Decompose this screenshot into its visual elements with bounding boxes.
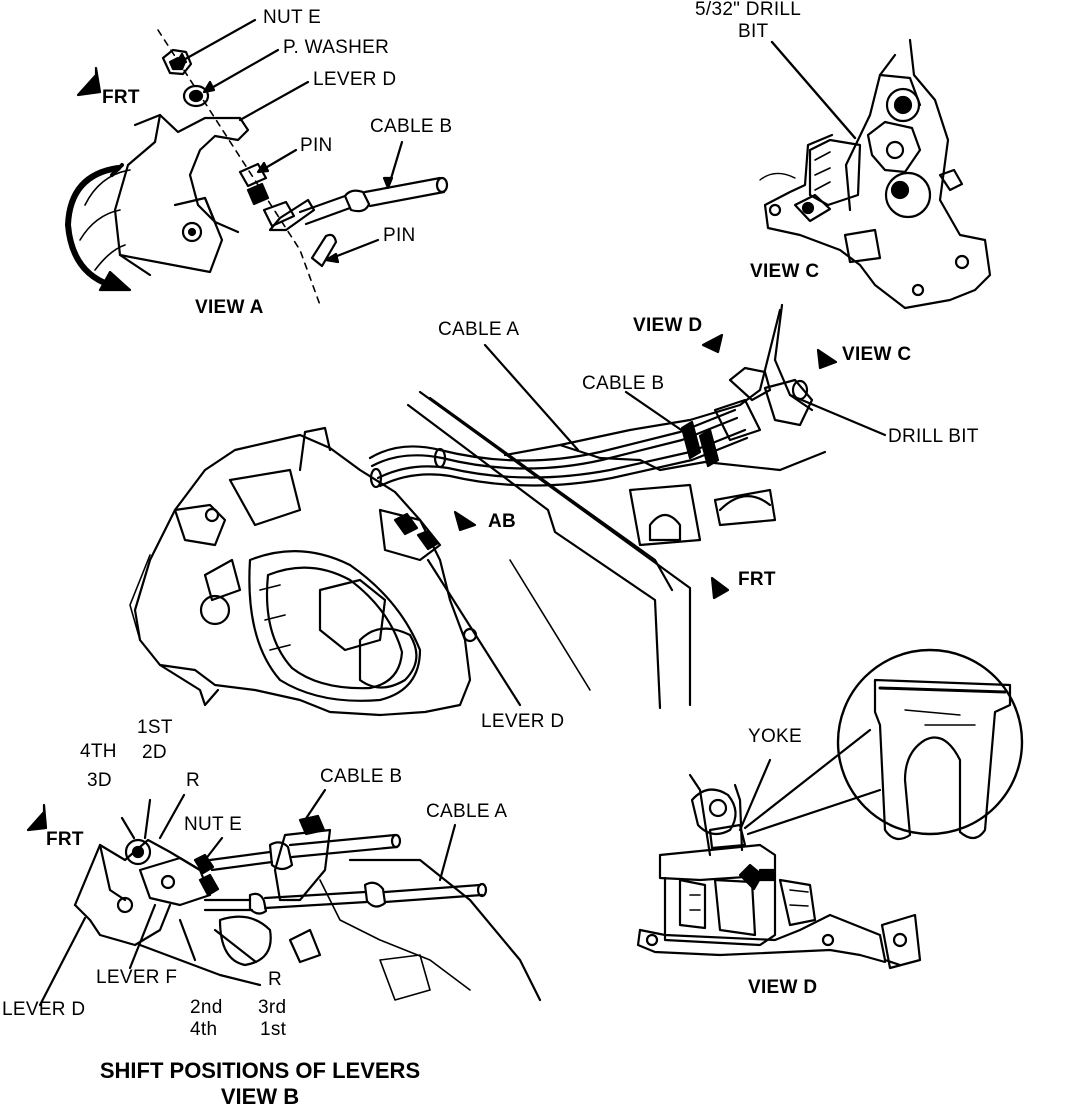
caption-line-2: VIEW B xyxy=(220,1084,300,1109)
label-nut-e-view-b: NUT E xyxy=(184,814,243,835)
label-view-c-title: VIEW C xyxy=(750,261,820,282)
label-yoke: YOKE xyxy=(748,726,802,747)
label-view-d-title: VIEW D xyxy=(748,977,818,998)
label-4th: 4TH xyxy=(80,741,117,762)
label-view-a-title: VIEW A xyxy=(195,297,264,318)
label-cable-b-view-b: CABLE B xyxy=(320,766,403,787)
label-pin-lower: PIN xyxy=(383,225,416,246)
label-frt-view-a: FRT xyxy=(102,87,140,108)
label-3d: 3D xyxy=(87,770,112,791)
label-drill-bit-main: DRILL BIT xyxy=(888,426,979,447)
label-frt-main: FRT xyxy=(738,569,776,590)
label-1st-lower: 1st xyxy=(260,1019,287,1040)
label-ab: AB xyxy=(488,511,517,532)
label-p-washer: P. WASHER xyxy=(283,37,390,58)
label-1st: 1ST xyxy=(137,717,173,738)
view-a-drawing xyxy=(65,18,449,306)
label-cable-b-view-a: CABLE B xyxy=(370,116,453,137)
view-c-drawing xyxy=(759,38,992,310)
label-cable-a-view-b: CABLE A xyxy=(426,801,508,822)
label-pin-upper: PIN xyxy=(300,135,333,156)
view-b-drawing xyxy=(26,788,542,1007)
label-2nd: 2nd xyxy=(190,997,223,1018)
label-drill-bit-size: 5/32" DRILL xyxy=(695,0,802,20)
label-cable-a-main: CABLE A xyxy=(438,319,520,340)
label-frt-view-b: FRT xyxy=(46,829,84,850)
label-2d: 2D xyxy=(142,742,167,763)
label-drill-bit-word: BIT xyxy=(738,21,769,42)
label-view-c-arrow: VIEW C xyxy=(842,344,912,365)
label-r-lower: R xyxy=(268,969,283,990)
label-lever-d-view-a: LEVER D xyxy=(313,69,397,90)
label-cable-b-main: CABLE B xyxy=(582,373,665,394)
label-lever-f: LEVER F xyxy=(96,967,178,988)
label-nut-e-view-a: NUT E xyxy=(263,7,322,28)
label-3rd: 3rd xyxy=(258,997,287,1018)
label-view-d-arrow: VIEW D xyxy=(633,315,703,336)
label-4th-lower: 4th xyxy=(190,1019,218,1040)
view-b-caption: SHIFT POSITIONS OF LEVERS VIEW B xyxy=(50,1058,470,1110)
label-r-upper: R xyxy=(186,770,201,791)
label-lever-d-main: LEVER D xyxy=(481,711,565,732)
caption-line-1: SHIFT POSITIONS OF LEVERS xyxy=(99,1058,421,1083)
label-lever-d-view-b: LEVER D xyxy=(2,999,86,1020)
view-d-drawing xyxy=(636,648,1024,970)
main-assembly-drawing xyxy=(129,303,887,717)
